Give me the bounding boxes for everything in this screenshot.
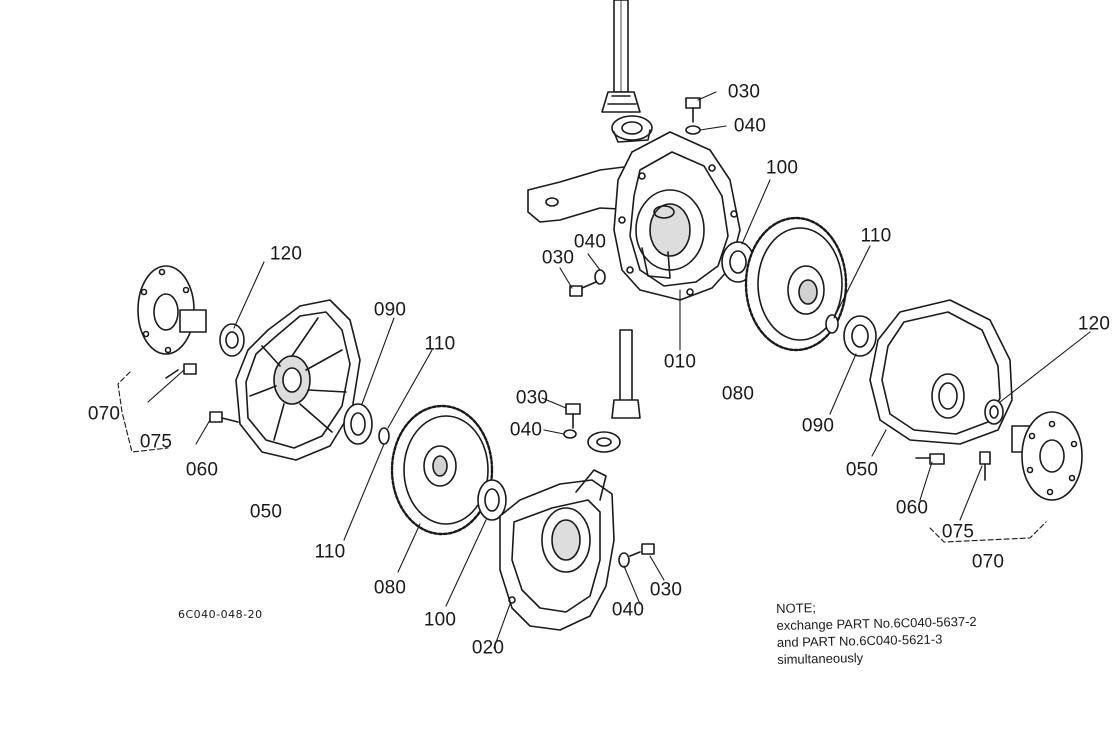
washer-040-top — [685, 125, 701, 135]
callout-090: 090 — [801, 415, 835, 437]
bolt-030-lower-a — [565, 403, 581, 429]
callout-110: 110 — [314, 541, 346, 563]
collar-110-left — [378, 427, 390, 445]
bolt-030-top — [685, 97, 701, 123]
cover-050-right — [869, 299, 1013, 445]
final-case-020 — [499, 469, 615, 631]
callout-110: 110 — [424, 333, 456, 355]
callout-070: 070 — [87, 403, 121, 425]
bearing-100-left — [477, 479, 507, 521]
stud-075-left — [165, 363, 197, 379]
callout-050: 050 — [249, 501, 283, 523]
callout-100: 100 — [765, 157, 799, 179]
callout-010: 010 — [663, 351, 697, 373]
callout-030: 030 — [515, 387, 549, 409]
callout-100: 100 — [423, 609, 457, 631]
seal-120-right — [984, 399, 1004, 425]
callout-030: 030 — [541, 247, 575, 269]
collar-110-right — [825, 314, 839, 334]
callout-070: 070 — [971, 551, 1005, 573]
callout-075: 075 — [139, 431, 173, 453]
kingpin-shaft-lower — [611, 329, 641, 419]
bolt-030-mid — [569, 281, 597, 297]
washer-040-mid — [594, 269, 606, 285]
bevel-gear-080-left — [390, 404, 494, 536]
bolt-060-right — [915, 453, 945, 465]
bevel-gear-080-right — [744, 216, 848, 352]
hub-flange-070-left — [137, 265, 207, 355]
callout-030: 030 — [727, 81, 761, 103]
kingpin-shaft-upper — [601, 0, 641, 113]
callout-040: 040 — [733, 115, 767, 137]
callout-075: 075 — [941, 521, 975, 543]
callout-040: 040 — [573, 231, 607, 253]
seal-top — [611, 115, 653, 143]
callout-060: 060 — [895, 497, 929, 519]
seal-120-left — [219, 323, 245, 357]
callout-040: 040 — [611, 599, 645, 621]
callout-060: 060 — [185, 459, 219, 481]
hub-flange-070-right — [1011, 411, 1083, 501]
callout-110: 110 — [860, 225, 892, 247]
bolt-030-lower-b — [629, 543, 655, 557]
callout-050: 050 — [845, 459, 879, 481]
note-block: NOTE; exchange PART No.6C040-5637-2 and … — [776, 596, 978, 668]
bearing-090-right — [843, 315, 877, 357]
seal-lower — [587, 431, 621, 453]
leader-lines — [147, 91, 1091, 649]
callout-090: 090 — [373, 299, 407, 321]
washer-040-lower-b — [618, 552, 630, 568]
callout-030: 030 — [649, 579, 683, 601]
callout-020: 020 — [471, 637, 505, 659]
bearing-090-left — [343, 403, 373, 445]
callout-080: 080 — [373, 577, 407, 599]
washer-040-lower-a — [563, 429, 577, 439]
bracket-070-right — [929, 521, 1047, 543]
figure-code: 6C040-048-20 — [178, 608, 263, 621]
callout-120: 120 — [269, 243, 303, 265]
cover-050-left — [235, 299, 361, 461]
callout-040: 040 — [509, 419, 543, 441]
callout-120: 120 — [1077, 313, 1111, 335]
bolt-060-left — [209, 411, 239, 423]
gear-case-010 — [527, 131, 741, 301]
stud-075-right — [979, 451, 991, 481]
bracket-070-left — [117, 371, 169, 453]
callout-080: 080 — [721, 383, 755, 405]
